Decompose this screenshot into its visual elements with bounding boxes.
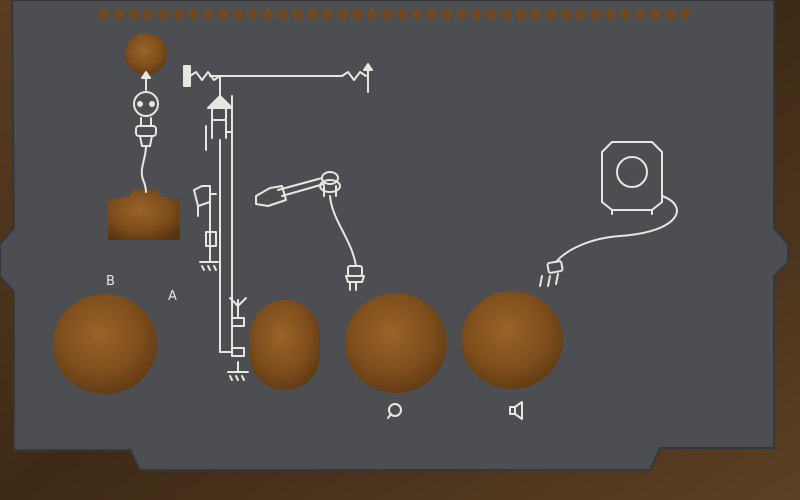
vent-hole — [649, 8, 661, 20]
ventilation-holes — [98, 8, 691, 20]
vent-hole — [456, 8, 468, 20]
antenna-icon — [229, 297, 247, 327]
vent-hole — [620, 8, 631, 20]
vent-hole — [307, 8, 319, 20]
vent-hole — [575, 8, 587, 20]
vent-hole — [187, 8, 199, 20]
vent-hole — [545, 8, 557, 20]
speaker-icon — [509, 401, 523, 420]
cutout-plug-outline — [108, 190, 180, 240]
vent-hole — [381, 8, 393, 20]
label-a: A — [168, 289, 178, 304]
cutout-top-round — [125, 33, 167, 75]
water-tap-ground-icon — [193, 185, 219, 271]
vent-hole — [262, 8, 274, 20]
vent-hole — [173, 8, 184, 20]
vent-hole — [98, 8, 110, 20]
antenna-lead-icon — [205, 75, 233, 353]
pickup-icon — [387, 403, 402, 419]
vent-hole — [411, 8, 423, 20]
vent-hole — [322, 8, 333, 20]
vent-hole — [277, 8, 289, 20]
external-speaker-icon — [539, 141, 678, 287]
vent-hole — [590, 8, 602, 20]
cutout-oval — [250, 300, 320, 390]
cutout-speaker — [461, 291, 563, 389]
vent-hole — [217, 8, 229, 20]
chain-antenna-icon — [183, 63, 373, 93]
panel-board — [0, 0, 789, 471]
vent-hole — [247, 8, 259, 20]
vent-hole — [202, 8, 214, 20]
vent-hole — [113, 8, 125, 20]
vent-hole — [471, 8, 482, 20]
wall-socket-icon — [133, 71, 159, 193]
vent-hole — [679, 8, 691, 20]
cutout-pickup — [345, 293, 447, 393]
vent-hole — [336, 8, 348, 20]
vent-hole — [605, 8, 617, 20]
vent-hole — [530, 8, 542, 20]
vent-hole — [500, 8, 512, 20]
vent-hole — [366, 8, 378, 20]
vent-hole — [128, 8, 140, 20]
vent-hole — [485, 8, 497, 20]
ground-icon — [219, 139, 249, 381]
cutout-b-large — [53, 294, 157, 394]
vent-hole — [634, 8, 646, 20]
vent-hole — [143, 8, 155, 20]
vent-hole — [441, 8, 453, 20]
vent-hole — [426, 8, 438, 20]
vent-hole — [158, 8, 170, 20]
vent-hole — [560, 8, 572, 20]
pickup-arm-icon — [255, 171, 365, 291]
vent-hole — [351, 8, 363, 20]
vent-hole — [396, 8, 408, 20]
vent-hole — [664, 8, 676, 20]
vent-hole — [292, 8, 304, 20]
vent-hole — [232, 8, 244, 20]
label-b: B — [106, 274, 116, 289]
vent-hole — [515, 8, 527, 20]
